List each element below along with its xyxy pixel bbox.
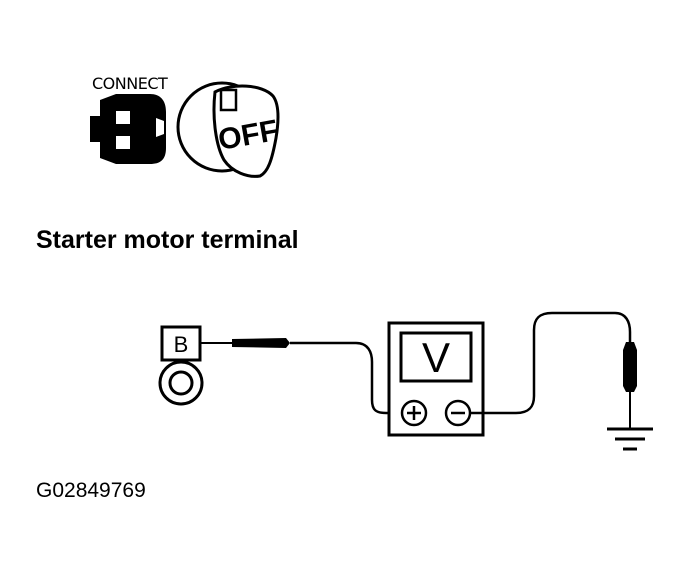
negative-terminal bbox=[444, 399, 472, 427]
positive-lead-wire bbox=[290, 341, 400, 415]
figure-code: G02849769 bbox=[36, 479, 146, 502]
terminal-b: B bbox=[158, 325, 204, 406]
ground-symbol-icon bbox=[607, 427, 653, 451]
voltmeter: V bbox=[387, 321, 485, 437]
negative-lead-wire bbox=[470, 311, 632, 415]
connect-label: CONNECT bbox=[92, 74, 168, 93]
meter-display-label: V bbox=[422, 334, 450, 381]
positive-probe bbox=[200, 338, 290, 348]
ignition-key-off-icon: OFF bbox=[176, 81, 280, 178]
positive-terminal bbox=[400, 399, 428, 427]
connector-plug-icon bbox=[90, 94, 166, 164]
terminal-label: B bbox=[174, 332, 189, 357]
page-title: Starter motor terminal bbox=[36, 226, 299, 254]
negative-probe bbox=[623, 342, 637, 428]
